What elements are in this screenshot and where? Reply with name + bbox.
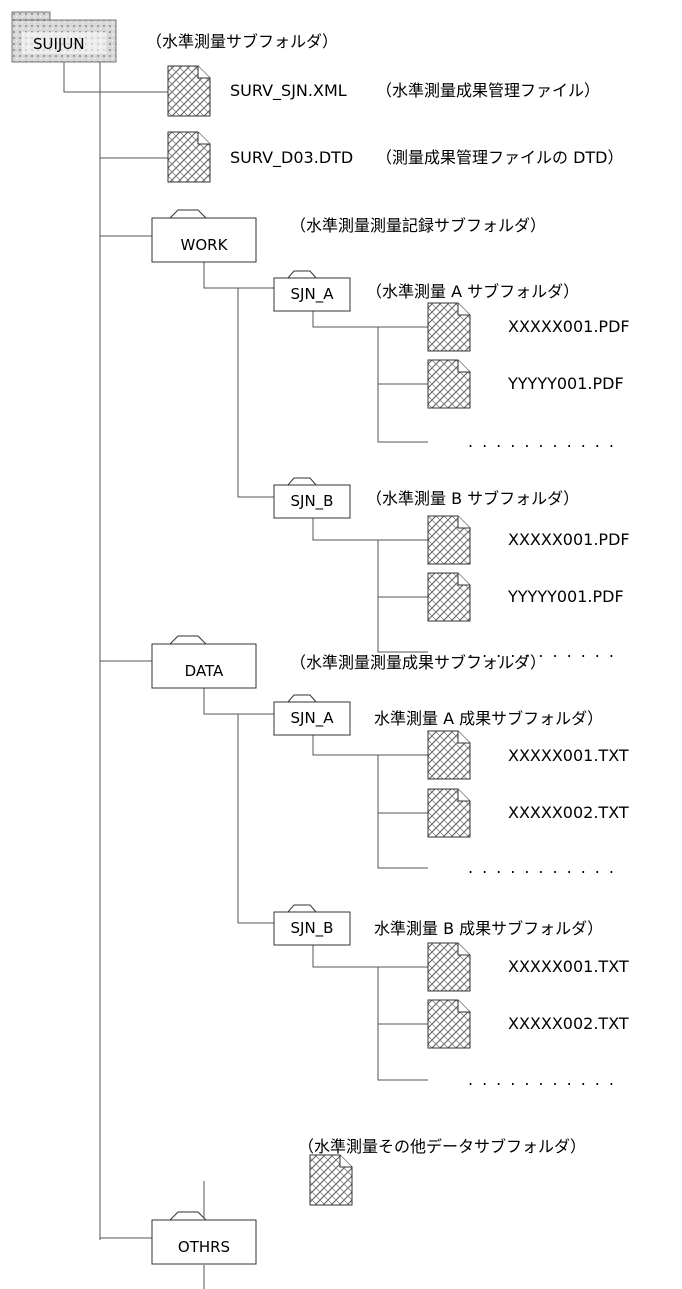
file-icon-work-b-2 (427, 572, 471, 622)
work-a-trunk (377, 327, 428, 443)
root-stub (63, 60, 168, 93)
ellipsis-data-a: ........... (468, 858, 623, 877)
file-icon-data-b-2 (427, 999, 471, 1049)
folder-othrs-icon (151, 1211, 257, 1265)
file-data-b-1-name: XXXXX001.TXT (508, 957, 629, 976)
file-work-a-2-name: YYYYY001.PDF (508, 374, 624, 393)
file-work-b-1-name: XXXXX001.PDF (508, 530, 630, 549)
folder-othrs-label: OTHRS (177, 1238, 231, 1256)
data-a-trunk (377, 755, 428, 869)
folder-data-icon (151, 635, 257, 689)
folder-data-sjn-b-desc: 水準測量 B 成果サブフォルダ） (374, 919, 604, 938)
data-a-stub (312, 735, 428, 756)
file-icon-data-b-1 (427, 942, 471, 992)
file-icon-work-a-2 (427, 359, 471, 409)
folder-data-sjn-a-icon (273, 694, 351, 736)
work-b-trunk (377, 540, 428, 653)
data-trunk (237, 714, 274, 924)
data-stub (203, 688, 274, 715)
file-data-a-2-name: XXXXX002.TXT (508, 803, 629, 822)
root-folder-icon (11, 11, 117, 63)
file-surv-d03-dtd-name: SURV_D03.DTD (230, 148, 354, 167)
file-icon-data-a-1 (427, 730, 471, 780)
root-folder-label: SUIJUN (33, 35, 85, 53)
file-icon-work-a-1 (427, 302, 471, 352)
file-data-a-1-name: XXXXX001.TXT (508, 746, 629, 765)
folder-work-sjn-b-desc: （水準測量 B サブフォルダ） (366, 489, 580, 508)
folder-data-desc: （水準測量測量成果サブフォルダ） (290, 653, 547, 672)
folder-data-sjn-b-label: SJN_B (290, 919, 334, 937)
file-surv-sjn-xml-desc: （水準測量成果管理ファイル） (376, 81, 601, 100)
file-icon-othrs-1 (309, 1154, 353, 1206)
folder-othrs-desc: （水準測量その他データサブフォルダ） (298, 1137, 587, 1156)
work-b-stub (312, 518, 428, 541)
file-surv-sjn-xml-name: SURV_SJN.XML (230, 81, 347, 100)
work-a-stub (312, 311, 428, 328)
file-data-b-2-name: XXXXX002.TXT (508, 1014, 629, 1033)
work-stub (203, 262, 274, 289)
file-work-a-1-name: XXXXX001.PDF (508, 317, 630, 336)
folder-data-sjn-a-label: SJN_A (290, 709, 334, 727)
folder-work-label: WORK (180, 236, 228, 254)
folder-work-sjn-b-icon (273, 477, 351, 519)
folder-work-desc: （水準測量測量記録サブフォルダ） (290, 216, 547, 235)
folder-data-sjn-b-icon (273, 904, 351, 946)
file-icon-work-b-1 (427, 515, 471, 565)
file-surv-d03-dtd-desc: （測量成果管理ファイルの DTD） (376, 148, 624, 167)
folder-data-sjn-a-desc: 水準測量 A 成果サブフォルダ） (374, 709, 604, 728)
file-icon-data-a-2 (427, 788, 471, 838)
ellipsis-work-a: ........... (468, 432, 623, 451)
folder-work-sjn-a-icon (273, 270, 351, 312)
folder-work-sjn-a-desc: （水準測量 A サブフォルダ） (366, 282, 580, 301)
ellipsis-data-b: ........... (468, 1070, 623, 1089)
folder-work-icon (151, 209, 257, 263)
file-work-b-2-name: YYYYY001.PDF (508, 587, 624, 606)
root-folder-desc: （水準測量サブフォルダ） (146, 32, 339, 51)
file-icon-surv-sjn-xml (167, 65, 211, 117)
data-b-stub (312, 945, 428, 968)
file-icon-surv-d03-dtd (167, 131, 211, 183)
folder-work-sjn-a-label: SJN_A (290, 285, 334, 303)
work-trunk (237, 288, 274, 498)
folder-data-label: DATA (184, 662, 224, 680)
folder-work-sjn-b-label: SJN_B (290, 492, 334, 510)
ellipsis-work-b: ........... (468, 642, 623, 661)
data-b-trunk (377, 967, 428, 1081)
